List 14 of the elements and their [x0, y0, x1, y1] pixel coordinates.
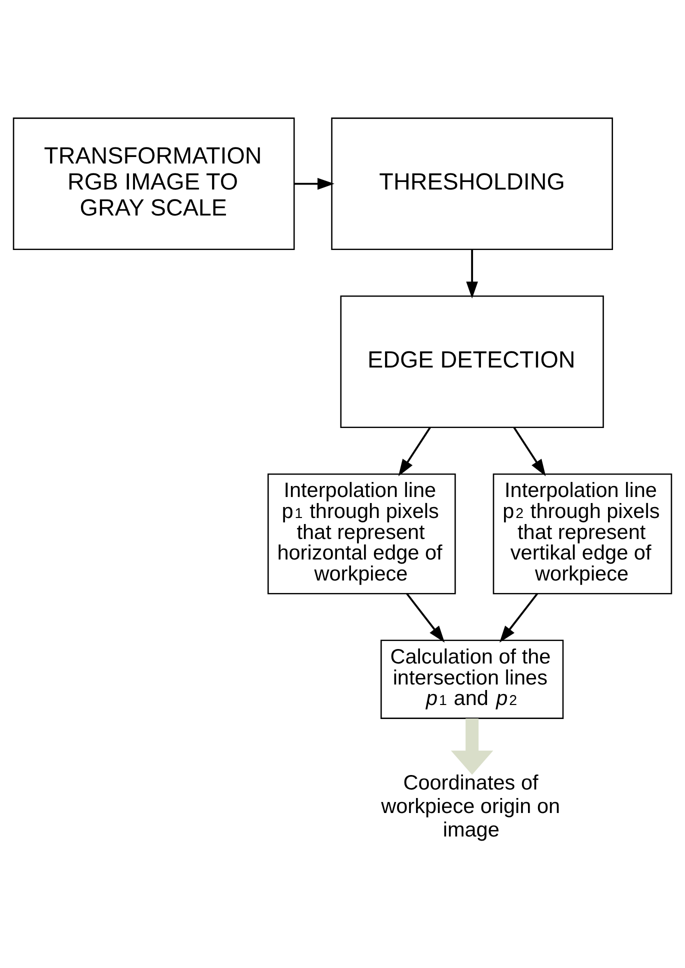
node-box: Calculation of the intersection lines p1 and p2 — [380, 639, 564, 718]
node-box: Interpolation line p1 through pixels that represent horizontal edge of workpiece — [267, 472, 456, 594]
node-box: EDGE DETECTION — [340, 295, 604, 428]
node-box: Interpolation line p2 through pixels that represent vertikal edge of workpiece — [492, 472, 672, 594]
node-box: THRESHOLDING — [331, 117, 613, 250]
arrow — [513, 426, 546, 476]
arrow — [450, 718, 494, 774]
arrow — [466, 248, 478, 298]
arrow — [398, 426, 431, 476]
arrow — [294, 177, 334, 190]
node-text: Coordinates of workpiece origin on image — [381, 770, 560, 841]
arrow — [406, 592, 445, 642]
node-box: TRANSFORMATION RGB IMAGE TO GRAY SCALE — [12, 117, 295, 250]
arrow — [499, 592, 538, 642]
